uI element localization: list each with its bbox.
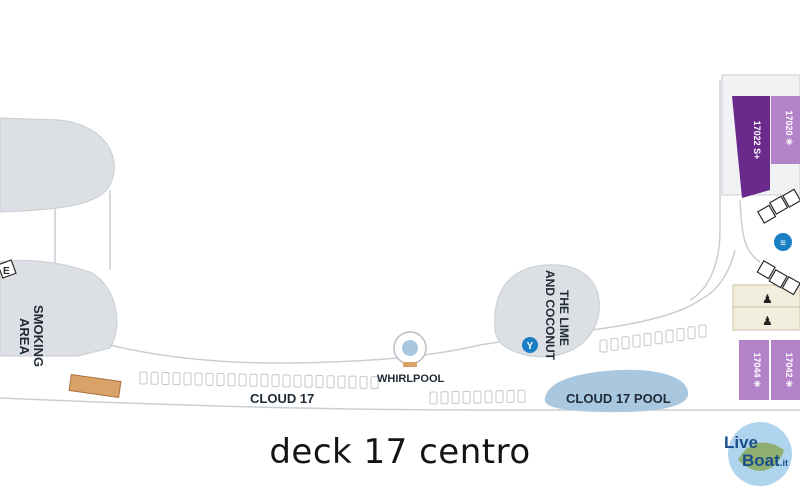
cocktail-bar-icon[interactable] <box>522 337 538 353</box>
lounger <box>440 391 449 405</box>
cabin-17042-label: 17042 ✳ <box>784 352 794 388</box>
liveboat-logo: Live Boat .it <box>724 422 792 486</box>
forward-structure <box>0 117 115 213</box>
aft-structure-curve <box>739 199 761 263</box>
lounger <box>495 390 504 404</box>
lounger <box>139 371 148 385</box>
lounger <box>172 372 181 386</box>
lounger <box>271 374 280 388</box>
cabin-17042[interactable] <box>771 340 800 400</box>
lounger <box>150 371 159 385</box>
elevator-label: E <box>3 266 10 277</box>
lounger <box>506 389 515 403</box>
restroom-icon: ♟ <box>762 292 773 306</box>
lounger <box>194 372 203 386</box>
cabin-17020-label: 17020 ✳ <box>784 110 794 146</box>
cabin-17044[interactable] <box>739 340 769 400</box>
lounger-group <box>139 324 707 405</box>
cabin-17044-label: 17044 ✳ <box>752 352 762 388</box>
lounger <box>610 337 619 351</box>
logo-line1: Live <box>724 433 758 452</box>
lounger <box>676 327 685 341</box>
svg-text:≡: ≡ <box>780 238 786 249</box>
lounger <box>517 389 526 403</box>
lounger <box>293 374 302 388</box>
lounger <box>315 375 324 389</box>
cloud-17-label: CLOUD 17 <box>250 391 314 406</box>
whirlpool-steps <box>403 362 417 367</box>
lounger <box>216 373 225 387</box>
lounger <box>462 390 471 404</box>
smoking-area-label-1: SMOKING <box>31 305 46 367</box>
lounger <box>359 375 368 389</box>
lounger <box>249 373 258 387</box>
lounger <box>687 326 696 340</box>
lounger <box>654 331 663 345</box>
lounger <box>473 390 482 404</box>
cabin-17022[interactable] <box>732 96 770 198</box>
logo-line2: Boat <box>742 451 780 470</box>
whirlpool-label: WHIRLPOOL <box>377 373 444 385</box>
lounger <box>370 376 379 390</box>
wooden-deck <box>68 374 122 398</box>
cloud-17-pool[interactable] <box>544 369 689 413</box>
lounger <box>621 336 630 350</box>
elevator-group-right-lower <box>756 259 800 296</box>
lounger <box>205 372 214 386</box>
cloud-17-pool-label: CLOUD 17 POOL <box>566 391 671 406</box>
lounger <box>161 371 170 385</box>
lounger <box>698 324 707 338</box>
restroom-icon-2: ♟ <box>762 314 773 328</box>
deck-outline <box>0 397 800 411</box>
lounger <box>348 375 357 389</box>
lounger <box>484 390 493 404</box>
smoking-area-label-2: AREA <box>17 318 32 355</box>
cabin-17020[interactable] <box>771 96 800 164</box>
lounger <box>260 373 269 387</box>
lounger <box>632 334 641 348</box>
lounger <box>599 339 608 353</box>
elevator-group-left: E <box>0 259 17 279</box>
elevator-group-right-upper <box>756 188 800 224</box>
whirlpool[interactable] <box>402 340 418 356</box>
logo-suffix: .it <box>780 458 788 468</box>
aft-structure-outline <box>689 80 721 301</box>
lounger <box>238 373 247 387</box>
lounger <box>665 329 674 343</box>
lime-coconut-structure <box>494 264 600 358</box>
lime-coconut-label-1: THE LIME <box>557 290 571 346</box>
cabin-17022-label: 17022 S+ <box>752 121 762 160</box>
lounger <box>227 373 236 387</box>
lounger <box>643 332 652 346</box>
lounger <box>451 391 460 405</box>
lounger <box>326 375 335 389</box>
info-icon[interactable] <box>774 233 792 251</box>
lounger <box>429 391 438 405</box>
deck-caption: deck 17 centro <box>269 432 531 472</box>
lime-coconut-label-2: AND COCONUT <box>543 270 557 361</box>
svg-text:Y: Y <box>527 341 534 352</box>
lounger <box>337 375 346 389</box>
lounger <box>183 372 192 386</box>
main-deck-walkway <box>109 249 736 364</box>
lounger <box>282 374 291 388</box>
lounger <box>304 374 313 388</box>
